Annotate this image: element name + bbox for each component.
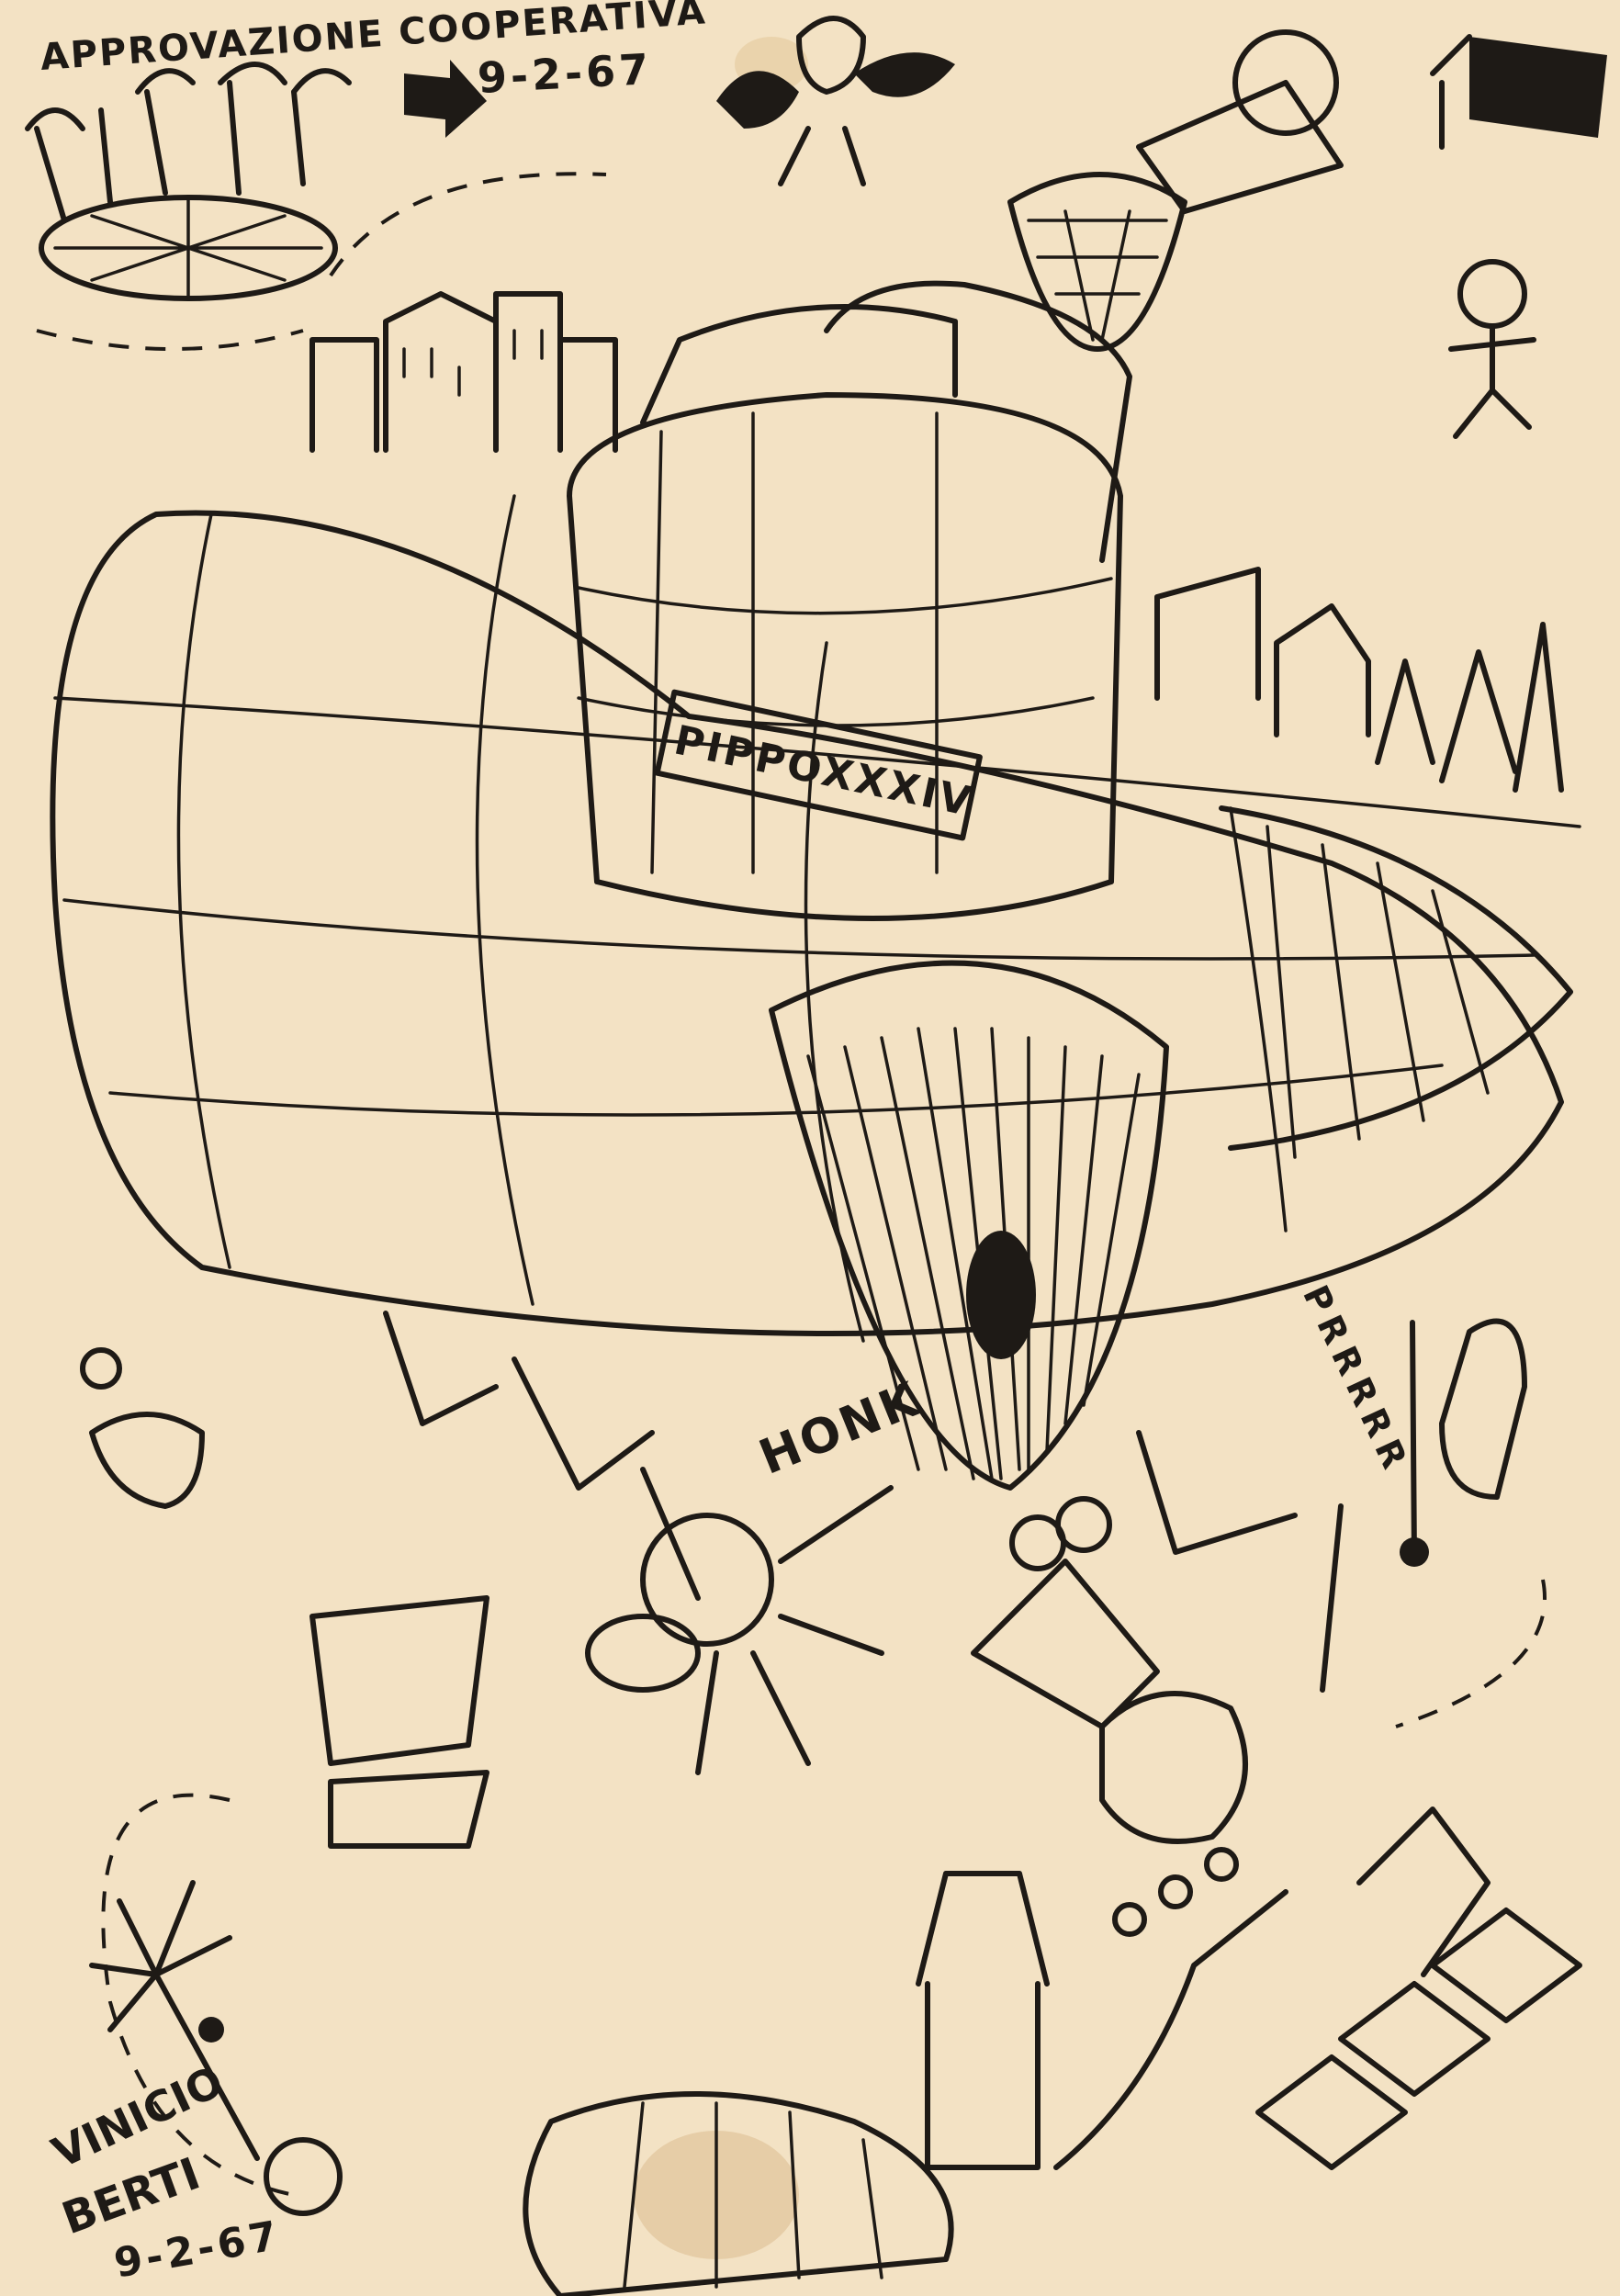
bat-creature — [716, 16, 955, 186]
kid-figure — [1448, 259, 1536, 439]
lower-figures — [80, 1311, 894, 1849]
flying-platform-figures — [25, 62, 352, 351]
basket-rider — [1007, 29, 1607, 352]
hat-band-label — [654, 689, 983, 841]
stacked-hat — [567, 280, 1132, 921]
rooftop-buildings — [309, 291, 1564, 793]
arrow-icon — [404, 60, 487, 138]
robot-machine — [971, 1318, 1527, 1844]
hairy-face — [769, 960, 1169, 1491]
bottom-machine — [89, 172, 1582, 2296]
drawing-date: 9-2-67 — [476, 44, 654, 103]
